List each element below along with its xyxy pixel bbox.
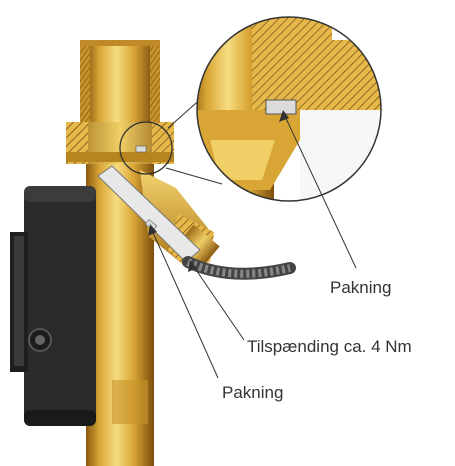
leader-gasket-top [282,111,357,269]
temperature-sensor [97,165,201,263]
gasket-seal-zoomed [265,99,297,115]
zoom-detail [196,16,382,202]
bottom-fitting [112,380,148,424]
label-torque: Tilspænding ca. 4 Nm [247,337,412,356]
detail-connector-line-2 [165,167,223,185]
sensor-branch [97,165,296,280]
sensor-cable [186,258,291,278]
meter-body [10,186,96,426]
label-gasket-bottom: Pakning [222,383,283,402]
label-gasket-top: Pakning [330,278,391,297]
detail-marker-circle [119,121,173,175]
leader-torque [191,263,245,341]
gasket-seal-small [135,145,147,153]
leader-gasket-bottom [150,227,219,379]
leader-lines [148,110,357,379]
